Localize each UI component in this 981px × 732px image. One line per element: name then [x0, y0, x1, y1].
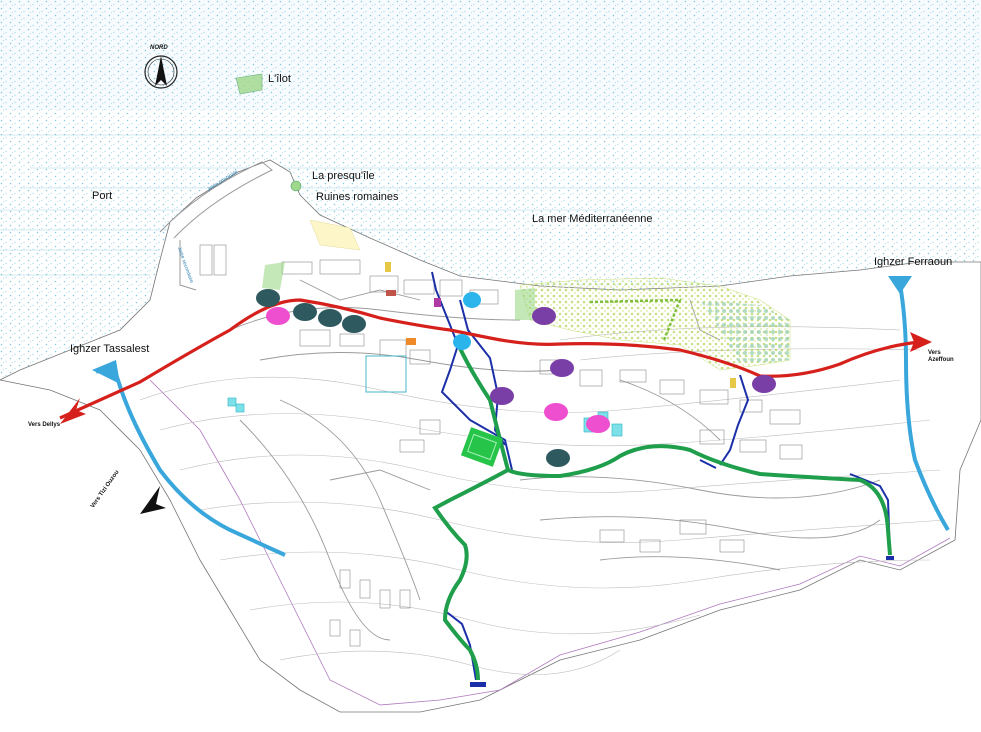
district-boundary	[149, 379, 951, 706]
poi-marker-pink	[266, 307, 290, 325]
direction-azeffoun-label: Vers Azeffoun	[928, 350, 954, 363]
end-marker	[470, 682, 486, 687]
poi-marker-dark	[256, 289, 280, 307]
poi-marker-pink	[544, 403, 568, 421]
poi-marker-dark	[318, 309, 342, 327]
river-tassalest	[95, 361, 286, 557]
stadium	[460, 427, 504, 467]
north-arrow-icon	[144, 55, 178, 89]
poi-marker-dark	[342, 315, 366, 333]
direction-dellys-label: Vers Dellys	[28, 422, 61, 428]
poi-marker-dark	[293, 303, 317, 321]
islet-label: L'îlot	[268, 73, 291, 85]
arrow-dellys	[60, 398, 86, 424]
building-blocks	[199, 244, 803, 647]
peninsula-label: La presqu'île	[312, 170, 375, 182]
poi-marker-blue	[463, 292, 481, 308]
poi-marker-purple	[550, 359, 574, 377]
poi-marker-purple	[532, 307, 556, 325]
river-ferraoun	[898, 283, 950, 532]
street-network	[229, 279, 881, 641]
river-tassalest-label: Ighzer Tassalest	[70, 343, 150, 355]
poi-marker-pink	[586, 415, 610, 433]
main-road	[59, 298, 921, 420]
roman-ruins-label: Ruines romaines	[316, 191, 399, 203]
green-path	[432, 343, 892, 681]
north-label: NORD	[150, 45, 168, 51]
port-label: Port	[92, 190, 113, 202]
poi-marker-purple	[752, 375, 776, 393]
poi-marker-dark	[546, 449, 570, 467]
port-jetty	[159, 161, 273, 291]
arrow-tizi-ouzou	[140, 486, 166, 514]
markers-layer	[256, 289, 776, 467]
poi-marker-blue	[453, 334, 471, 350]
river-ferraoun-label: Ighzer Ferraoun	[874, 256, 953, 268]
poi-marker-purple	[490, 387, 514, 405]
streams	[431, 271, 891, 681]
sea-area	[0, 0, 981, 380]
vegetation-zone	[519, 277, 791, 371]
colored-buildings	[365, 262, 736, 393]
sea-label: La mer Méditerranéenne	[532, 213, 653, 225]
arrow-azeffoun	[910, 332, 932, 352]
contour-lines	[139, 326, 946, 675]
